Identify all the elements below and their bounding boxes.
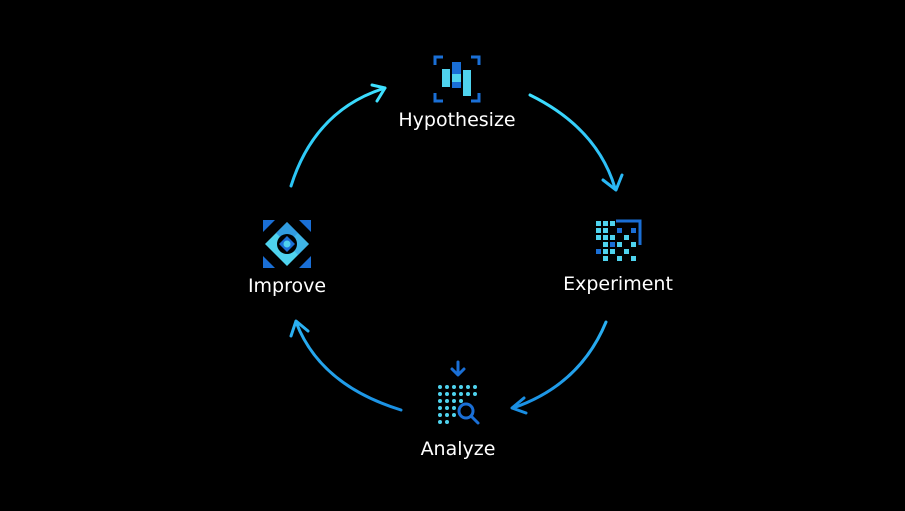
- hypothesize-icon: [433, 55, 481, 103]
- node-label-hypothesize: Hypothesize: [398, 109, 516, 131]
- analyze-icon: [438, 360, 480, 425]
- node-label-analyze: Analyze: [420, 438, 496, 460]
- node-experiment: Experiment: [528, 219, 708, 295]
- arrow-improve-to-hypothesize: [289, 83, 387, 188]
- node-analyze: Analyze: [368, 360, 548, 460]
- node-hypothesize: Hypothesize: [367, 55, 547, 131]
- node-label-experiment: Experiment: [563, 273, 673, 295]
- arrow-analyze-to-improve: [289, 319, 403, 412]
- node-label-improve: Improve: [247, 275, 327, 297]
- node-improve: Improve: [197, 219, 377, 297]
- arrow-hypothesize-to-experiment: [528, 93, 624, 192]
- improve-icon: [263, 220, 311, 268]
- experiment-icon: [596, 219, 642, 261]
- arrow-experiment-to-analyze: [510, 320, 608, 415]
